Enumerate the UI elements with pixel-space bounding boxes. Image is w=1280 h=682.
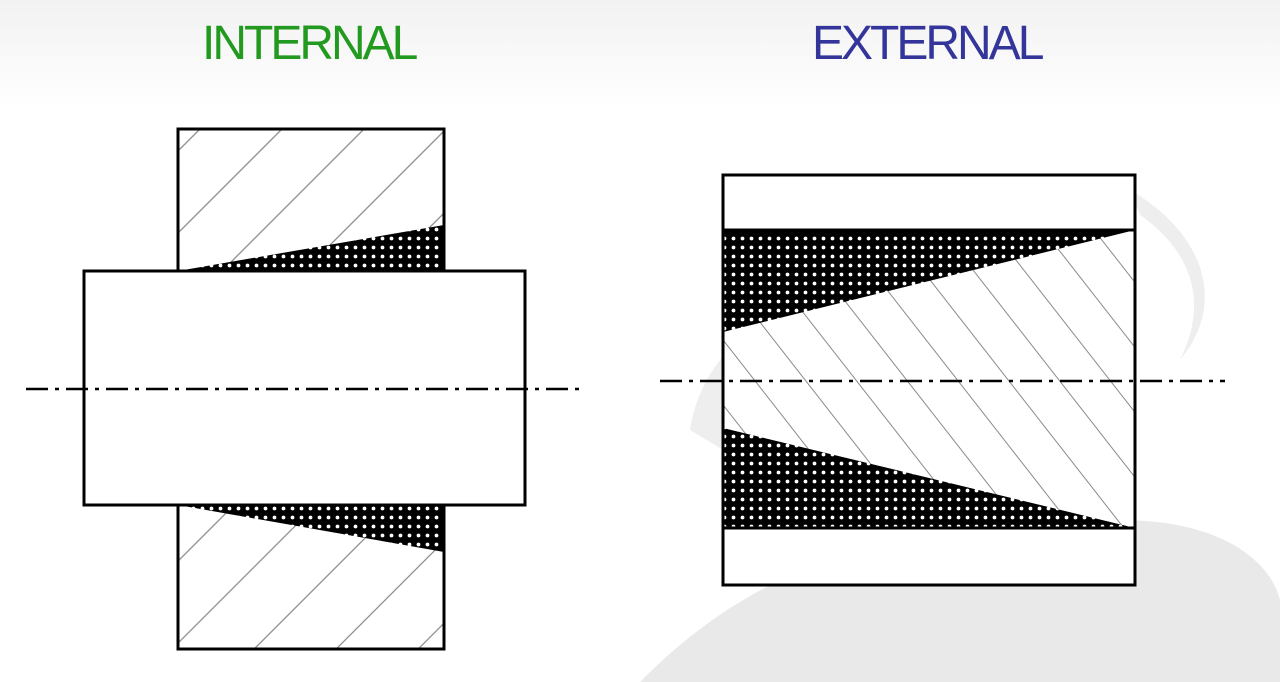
internal-lower-taper [178,505,444,552]
internal-lower-hub [176,503,446,651]
internal-upper-hub [176,127,446,273]
external-lower-taper [723,428,1135,528]
external-title: EXTERNAL [812,17,1044,70]
external-upper-taper [723,230,1135,332]
internal-title: INTERNAL [202,17,418,70]
internal-upper-taper [178,225,444,271]
internal-diagram [26,127,580,651]
external-diagram [660,173,1225,587]
